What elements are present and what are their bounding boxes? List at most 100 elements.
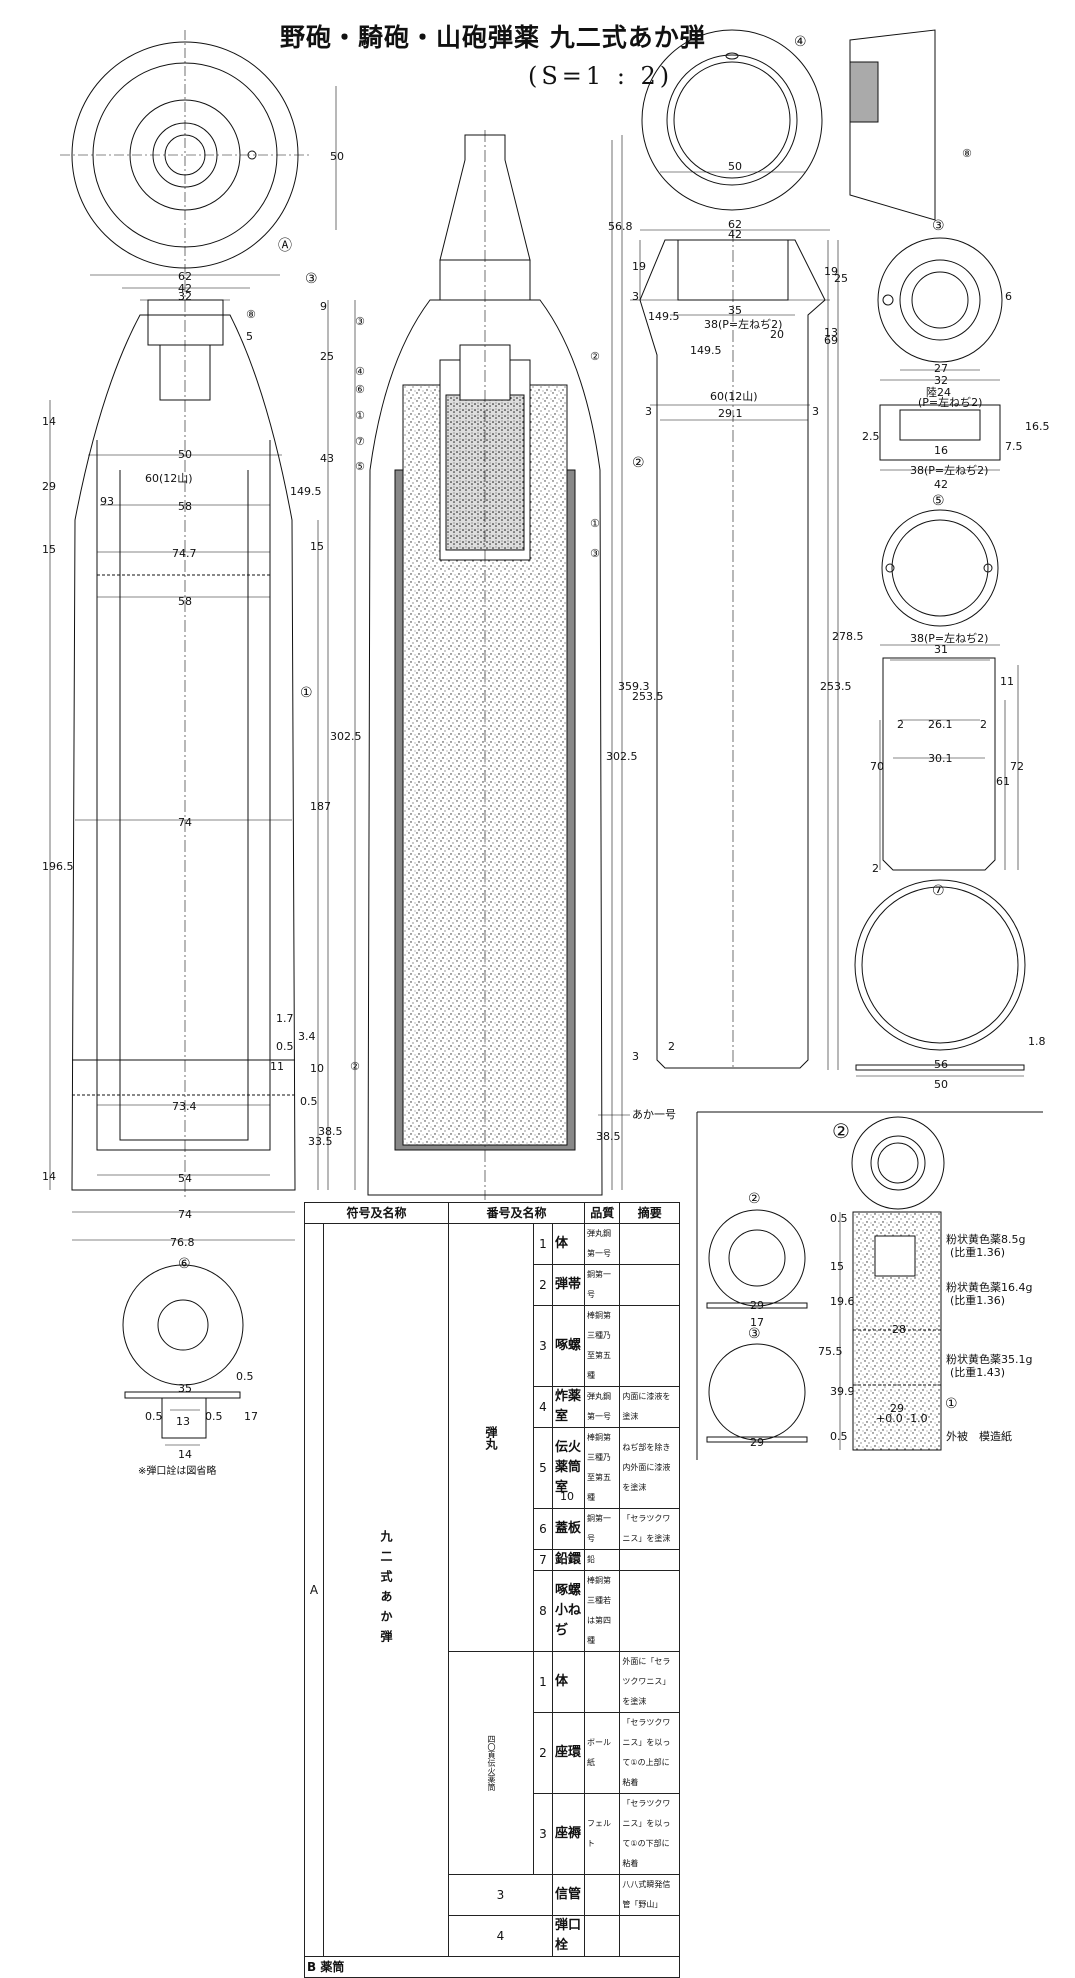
row-name: 弾帯 xyxy=(551,1264,586,1306)
dim-17-booster: 17 xyxy=(750,1316,764,1329)
dim-20: 20 xyxy=(770,328,784,341)
dim-50-top: 50 xyxy=(330,150,344,163)
col-a: A xyxy=(304,1223,324,1957)
row-quality: 銅第一号 xyxy=(584,1264,621,1306)
dim-0-5-c: 0.5 xyxy=(145,1410,163,1423)
dim-253-5-center: 253.5 xyxy=(632,690,664,703)
dim-187: 187 xyxy=(310,800,331,813)
dim-70: 70 xyxy=(870,760,884,773)
callout-8-left: ⑧ xyxy=(246,308,256,321)
header-symbol: 符号及名称 xyxy=(304,1202,449,1224)
dim-196-5: 196.5 xyxy=(42,860,74,873)
callout-6-left: ⑥ xyxy=(355,383,365,396)
dim-73-4: 73.4 xyxy=(172,1100,197,1113)
callout-4-left: ④ xyxy=(355,365,365,378)
wrap-label: 外被 模造紙 xyxy=(946,1429,1012,1443)
dim-6-a: 6 xyxy=(1005,290,1012,303)
dim-0-5-d: 0.5 xyxy=(205,1410,223,1423)
row4-num: 4 xyxy=(448,1915,553,1957)
dim-35-part6: 35 xyxy=(178,1382,192,1395)
dim-17-part6: 17 xyxy=(244,1410,258,1423)
dim-50-part4: 50 xyxy=(728,160,742,173)
row-num: 3 xyxy=(533,1305,553,1387)
callout-3-booster: ③ xyxy=(748,1326,761,1342)
row-remarks: 「セラツクワニス」を以って①の下部に粘着 xyxy=(619,1793,680,1875)
part-1-burster-well xyxy=(630,229,839,1070)
row-name: 座褥 xyxy=(551,1793,586,1875)
dim-5-left: 5 xyxy=(246,330,253,343)
dim-29-1: 29.1 xyxy=(718,407,743,420)
header-quality: 品質 xyxy=(584,1202,621,1224)
dim-1-8: 1.8 xyxy=(1028,1035,1046,1048)
row-quality: 銅第一号 xyxy=(584,1508,621,1550)
dim-11-left: 11 xyxy=(270,1060,284,1073)
row-num: 4 xyxy=(533,1386,553,1428)
header-number: 番号及名称 xyxy=(447,1202,586,1224)
dim-11-right: 11 xyxy=(1000,675,1014,688)
callout-A: Ⓐ xyxy=(278,238,292,254)
row-remarks xyxy=(619,1305,680,1387)
dim-75-5: 75.5 xyxy=(818,1345,843,1358)
dim-38-5-center: 38.5 xyxy=(596,1130,621,1143)
row-name: 啄螺 xyxy=(551,1305,586,1387)
header-remarks: 摘要 xyxy=(619,1202,680,1224)
dim-56-8: 56.8 xyxy=(608,220,633,233)
dim-2-b: 2 xyxy=(980,718,987,731)
top-view-projectile xyxy=(60,30,310,280)
dim-13-part6: 13 xyxy=(176,1415,190,1428)
row-remarks: ねぢ部を除き内外面に漆液を塗沫 xyxy=(619,1427,680,1509)
row-quality xyxy=(584,1651,621,1713)
dim-29-booster-c: 29 xyxy=(890,1402,904,1415)
booster-box xyxy=(696,1111,1043,1460)
part-7-lead-ring xyxy=(854,879,1026,1077)
dim-tolerance: +0.0 -1.0 xyxy=(876,1412,928,1425)
callout-1-small: ① xyxy=(355,409,365,422)
dim-93: 93 xyxy=(100,495,114,508)
dim-32: 32 xyxy=(178,290,192,303)
dim-149-5-b: 149.5 xyxy=(690,344,722,357)
dim-56: 56 xyxy=(934,1058,948,1071)
dim-31: 31 xyxy=(934,643,948,656)
callout-3-center-low: ③ xyxy=(590,547,600,560)
part-3-fuze-adapter xyxy=(877,237,1003,471)
callout-1-booster: ① xyxy=(945,1396,958,1412)
row-b: B 薬筒 xyxy=(304,1956,680,1978)
row-num: 6 xyxy=(533,1508,553,1550)
row3-num: 3 xyxy=(448,1874,553,1916)
dim-16: 16 xyxy=(934,444,948,457)
row-remarks xyxy=(619,1570,680,1652)
dim-10: 10 xyxy=(310,1062,324,1075)
dim-0-5-e: 0.5 xyxy=(236,1370,254,1383)
dim-58-top: 58 xyxy=(178,500,192,513)
dim-60-12: 60(12山) xyxy=(145,472,193,485)
row-name: 鉛鐶 xyxy=(551,1549,586,1571)
dim-42-right: 42 xyxy=(728,228,742,241)
callout-3-center: ③ xyxy=(305,271,318,287)
label-aka: あか一号 xyxy=(632,1108,676,1121)
dim-32-right: 32 xyxy=(934,374,948,387)
dim-69: 69 xyxy=(824,334,838,347)
callout-5-right: ⑤ xyxy=(932,493,945,509)
dim-39-9: 39.9 xyxy=(830,1385,855,1398)
row-name: 啄螺小ねぢ xyxy=(551,1570,586,1652)
dim-50-left: 50 xyxy=(178,448,192,461)
dim-15-booster: 15 xyxy=(830,1260,844,1273)
dim-54: 54 xyxy=(178,1172,192,1185)
dim-76-8: 76.8 xyxy=(170,1236,195,1249)
row-remarks: 内面に漆液を塗沫 xyxy=(619,1386,680,1428)
plug-note: ※弾口詮は図省略 xyxy=(138,1466,217,1477)
dim-42-b: 42 xyxy=(934,478,948,491)
part-5-booster-well xyxy=(879,509,1019,871)
dim-0-5-a: 0.5 xyxy=(276,1040,294,1053)
parts-table: 符号及名称 番号及名称 品質 摘要 A 九二式あか弾 弾丸 1 体 弾丸鋼第一号… xyxy=(304,1202,680,1978)
dim-1-7: 1.7 xyxy=(276,1012,294,1025)
powder-label-1: 粉状黄色薬8.5g xyxy=(946,1232,1025,1246)
dim-24: 陸24 xyxy=(926,386,951,399)
dim-38p-c: 38(P=左ねぢ2) xyxy=(910,631,988,645)
callout-3-left: ③ xyxy=(355,315,365,328)
dim-14-part6: 14 xyxy=(178,1448,192,1461)
dim-15-left: 15 xyxy=(42,543,56,556)
callout-6: ⑥ xyxy=(178,1256,191,1272)
callout-1-center: ① xyxy=(590,517,600,530)
callout-2-mid: ② xyxy=(632,455,645,471)
